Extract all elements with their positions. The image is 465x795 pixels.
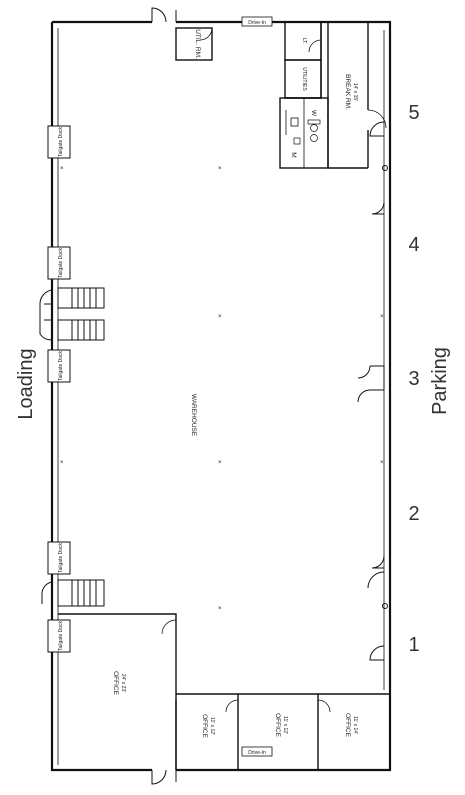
util-room	[175, 27, 213, 61]
parking-side-label: Parking	[429, 347, 451, 415]
tailgate-dock-label-5: Tailgate Dock	[58, 620, 64, 651]
bay-number-5: 5	[408, 102, 419, 124]
svg-text:×: ×	[380, 314, 384, 320]
right-doors	[357, 121, 391, 661]
tailgate-dock-label-3: Tailgate Dock	[58, 350, 64, 381]
office-1-size: 11' x 12'	[209, 717, 215, 735]
column-markers: × × × × × × × ×	[60, 166, 384, 612]
svg-text:×: ×	[218, 460, 222, 466]
bottom-offices	[175, 693, 390, 770]
drive-in-top-label: Drive-In	[248, 20, 266, 26]
office-3-size: 11' x 14'	[352, 716, 358, 734]
large-office-label: OFFICE	[112, 671, 119, 695]
tailgate-dock-label-2: Tailgate Dock	[58, 247, 64, 278]
svg-text:×: ×	[218, 166, 222, 172]
office-2-label: OFFICE	[274, 713, 281, 737]
mens-restroom-label: M	[290, 152, 297, 157]
tailgate-dock-label-4: Tailgate Dock	[58, 542, 64, 573]
loading-stairs	[39, 287, 105, 607]
drive-in-bottom-label: Drive-In	[248, 750, 266, 756]
utilities-room-label: UTILITIES	[301, 67, 307, 91]
drive-in-bottom: Drive-In	[241, 746, 273, 757]
office-2-size: 11' x 12'	[282, 716, 288, 734]
bay-number-4: 4	[408, 234, 419, 256]
util-room-label: UTIL. RM.	[194, 29, 201, 59]
break-room-label: BREAK RM.	[344, 74, 351, 110]
main-doors	[151, 7, 177, 785]
svg-text:×: ×	[380, 460, 384, 466]
svg-text:×: ×	[60, 460, 64, 466]
svg-text:×: ×	[218, 314, 222, 320]
exterior-walls	[50, 20, 392, 772]
loading-side-label: Loading	[15, 348, 37, 419]
bay-number-3: 3	[408, 368, 419, 390]
womens-restroom-label: W	[310, 110, 317, 117]
lt-room-label: LT.	[301, 38, 307, 44]
bay-number-2: 2	[408, 503, 419, 525]
large-office-size: 24' x 23'	[120, 674, 126, 692]
warehouse-label: WAREHOUSE	[190, 394, 197, 437]
drive-in-top: Drive-In	[241, 16, 273, 27]
core-rooms	[279, 21, 387, 169]
svg-text:×: ×	[218, 606, 222, 612]
bay-number-1: 1	[408, 634, 419, 656]
tailgate-dock-label-1: Tailgate Dock	[58, 126, 64, 157]
tailgate-docks	[47, 125, 71, 653]
svg-text:×: ×	[60, 166, 64, 172]
break-room-size: 14' x 15'	[352, 83, 358, 101]
office-3-label: OFFICE	[344, 713, 351, 737]
office-1-label: OFFICE	[201, 714, 208, 738]
